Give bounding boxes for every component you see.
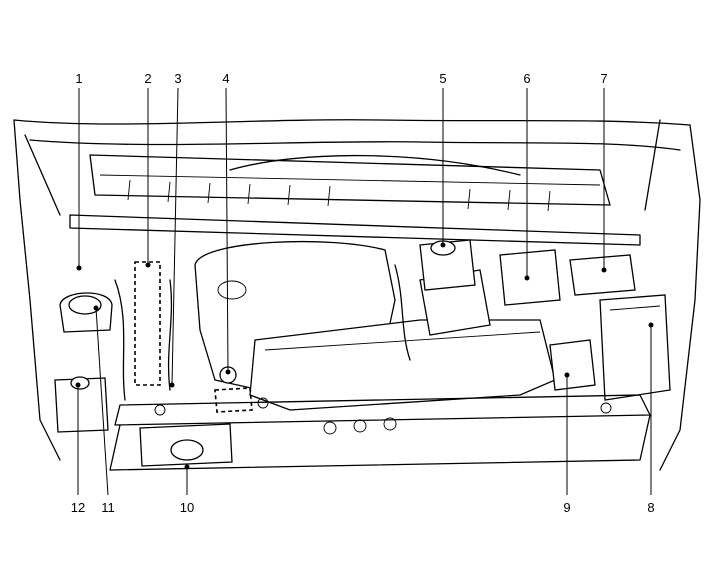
callout-9: 9 [563,375,571,515]
callout-10: 10 [180,467,194,515]
callout-label: 12 [71,500,85,515]
callout-label: 11 [101,500,115,515]
callout-label: 9 [563,500,570,515]
callout-3: 3 [171,71,182,386]
callout-label: 4 [222,71,229,86]
callout-2: 2 [144,71,152,265]
callouts: 1 2 3 4 5 6 7 8 9 10 11 12 [71,71,655,515]
callout-label: 8 [647,500,654,515]
engine-drawing [13,119,701,471]
callout-7: 7 [600,71,608,270]
callout-11: 11 [95,307,115,515]
callout-label: 2 [144,71,151,86]
callout-12: 12 [71,385,85,515]
callout-5: 5 [439,71,447,245]
callout-label: 1 [75,71,82,86]
callout-label: 5 [439,71,446,86]
callout-4: 4 [222,71,230,373]
callout-label: 7 [600,71,607,86]
callout-label: 3 [174,71,181,86]
callout-8: 8 [647,325,655,515]
callout-label: 6 [523,71,530,86]
callout-6: 6 [523,71,531,278]
callout-label: 10 [180,500,194,515]
callout-1: 1 [75,71,83,268]
